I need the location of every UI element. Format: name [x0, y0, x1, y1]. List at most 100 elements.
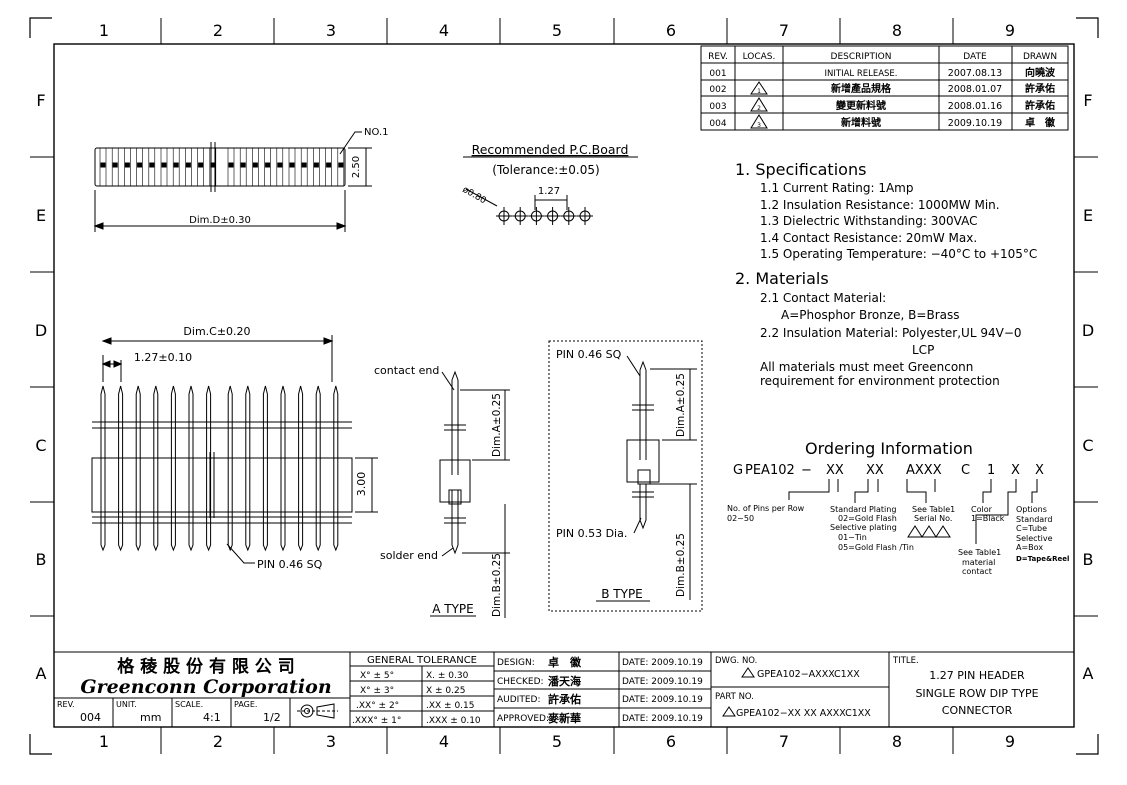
- pcb-holes: [496, 207, 593, 225]
- ordering-code-part: XX: [826, 463, 844, 478]
- signoff-label: APPROVED:: [497, 714, 549, 724]
- ordering-code-part: PEA102: [745, 463, 795, 478]
- title-line: CONNECTOR: [942, 704, 1013, 717]
- serial-triangle-icons: [907, 525, 951, 538]
- rev-row-rev: 003: [709, 102, 726, 112]
- scale-value: 4:1: [203, 711, 221, 724]
- zone-row-label: C: [35, 436, 46, 455]
- note-color: Color: [971, 505, 993, 514]
- note-options: Standard: [1016, 515, 1052, 524]
- frame-corners: [29, 17, 1099, 755]
- tolerance-header: GENERAL TOLERANCE: [367, 655, 477, 666]
- ordering-code-part: AXXX: [906, 463, 942, 478]
- zone-row-label: B: [36, 550, 47, 569]
- top-pin: [277, 162, 283, 168]
- tol-linear: .XXX ± 0.10: [426, 716, 481, 726]
- tol-angle: .XX° ± 2°: [356, 701, 399, 711]
- top-pin: [173, 162, 179, 168]
- ordering-leaders: [788, 479, 1038, 544]
- title-line: SINGLE ROW DIP TYPE: [915, 687, 1038, 700]
- top-pin-outline: [124, 147, 131, 187]
- top-pin: [265, 162, 271, 168]
- top-pin-outline: [197, 147, 204, 187]
- signoff-label: CHECKED:: [497, 677, 544, 687]
- top-pin: [228, 162, 234, 168]
- top-pin: [301, 162, 307, 168]
- zone-row-label: C: [1082, 436, 1093, 455]
- note-pins: 02~50: [727, 514, 754, 523]
- front-pin: [298, 385, 304, 552]
- a-dim-b-label: Dim.B±0.25: [491, 553, 503, 617]
- top-pin: [185, 162, 191, 168]
- rev-row-desc: 新增料號: [841, 116, 881, 129]
- ordering-code: G PEA102 − XX XX AXXX C 1 X X: [733, 463, 1044, 478]
- pcb-dim-lines: [465, 188, 568, 210]
- signoff-date: DATE: 2009.10.19: [622, 714, 703, 724]
- zone-column-label: 4: [439, 21, 449, 40]
- rev-row-drawn: 許承佑: [1025, 82, 1055, 95]
- rev-header-locas: LOCAS.: [743, 52, 776, 62]
- top-pin: [326, 162, 332, 168]
- dim-c-label: Dim.C±0.20: [183, 325, 250, 338]
- top-view: [93, 131, 372, 232]
- note-color: 1=Black: [971, 514, 1005, 523]
- rev-row-drawn: 許承佑: [1025, 99, 1055, 112]
- spec-item: 1.1 Current Rating: 1Amp: [760, 181, 913, 195]
- front-pin: [262, 385, 268, 552]
- rev-row-date: 2008.01.16: [948, 101, 1002, 112]
- top-pin: [338, 162, 344, 168]
- specs-heading: 1. Specifications: [735, 160, 866, 179]
- front-pin: [206, 385, 212, 552]
- contact-end-label: contact end: [374, 364, 439, 377]
- zone-column-label: 1: [99, 21, 109, 40]
- top-pin: [252, 162, 258, 168]
- tol-linear: X ± 0.25: [426, 686, 465, 696]
- part-no-label: PART NO.: [715, 692, 754, 702]
- front-pin: [170, 385, 176, 552]
- tolerance-table: X° ± 5° X. ± 0.30 X° ± 3° X ± 0.25 .XX° …: [352, 671, 481, 726]
- tol-angle: .XXX° ± 1°: [352, 716, 401, 726]
- pitch-label: 1.27±0.10: [134, 351, 192, 364]
- front-pin: [153, 385, 159, 552]
- top-pin-outline: [288, 147, 296, 187]
- unit-label: UNIT.: [116, 700, 137, 709]
- b-type-label: B TYPE: [601, 587, 643, 601]
- rev-value: 004: [80, 711, 101, 724]
- rev-row-drawn: 向曉波: [1025, 66, 1056, 79]
- a-dim-a-label: Dim.A±0.25: [491, 393, 503, 457]
- zone-column-label: 8: [892, 21, 902, 40]
- zone-column-label: 7: [779, 732, 789, 751]
- page-label: PAGE.: [234, 700, 257, 709]
- pcb-tolerance: (Tolerance:±0.05): [492, 163, 599, 177]
- top-pin-outline: [337, 147, 345, 187]
- front-pin: [135, 385, 141, 552]
- rev-row-drawn: 卓 徽: [1025, 116, 1056, 129]
- signoff-date: DATE: 2009.10.19: [622, 695, 703, 705]
- tol-linear: .XX ± 0.15: [426, 701, 475, 711]
- top-pin: [124, 162, 130, 168]
- zone-column-label: 6: [666, 21, 676, 40]
- title-label: TITLE.: [892, 656, 919, 666]
- front-pin: [227, 385, 233, 552]
- part-triangle-icon: [722, 706, 736, 717]
- svg-text:1: 1: [757, 88, 761, 95]
- zone-column-label: 5: [552, 732, 562, 751]
- front-pin: [118, 385, 124, 552]
- revision-table: REV. LOCAS. DESCRIPTION DATE DRAWN 001 I…: [700, 45, 1069, 131]
- svg-text:3: 3: [757, 122, 761, 129]
- zone-column-label: 9: [1005, 732, 1015, 751]
- top-pin: [289, 162, 295, 168]
- signoff-date: DATE: 2009.10.19: [622, 658, 703, 668]
- front-pin: [280, 385, 286, 552]
- rev-header-date: DATE: [963, 52, 987, 62]
- top-pin: [198, 162, 204, 168]
- top-pin-outline: [227, 147, 235, 187]
- top-pin: [137, 162, 143, 168]
- top-pin-outline: [172, 147, 180, 187]
- note-serial: Serial No.: [914, 514, 952, 523]
- ordering-code-part: −: [801, 463, 812, 478]
- front-pin: [333, 385, 339, 552]
- ordering-notes: No. of Pins per Row 02~50 Standard Plati…: [727, 504, 1069, 576]
- zone-row-label: D: [35, 321, 47, 340]
